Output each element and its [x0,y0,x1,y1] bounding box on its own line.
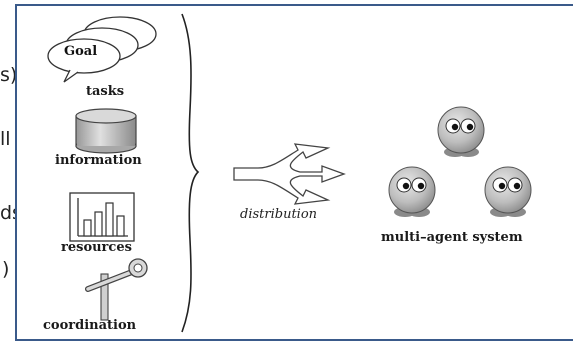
bg-text-fragment: s) [0,64,18,86]
database-cylinder-icon [75,108,137,154]
distribution-arrow-icon [233,143,346,205]
agent-icon [388,166,436,217]
grouping-brace [181,13,200,333]
bar-chart-icon [69,192,135,242]
agent-icon [484,166,532,217]
speech-bubbles-icon [47,16,157,83]
goal-label: Goal [64,44,98,59]
coordination-label: coordination [43,318,137,333]
tasks-label: tasks [86,84,125,99]
distribution-label: distribution [240,207,318,222]
agent-icon [437,106,485,157]
signal-post-icon [85,258,148,321]
information-label: information [55,153,142,168]
multi-agent-system-label: multi–agent system [381,230,523,245]
bg-text-fragment: ) [2,258,10,280]
bg-text-fragment: ll [0,128,11,150]
resources-label: resources [61,240,132,255]
